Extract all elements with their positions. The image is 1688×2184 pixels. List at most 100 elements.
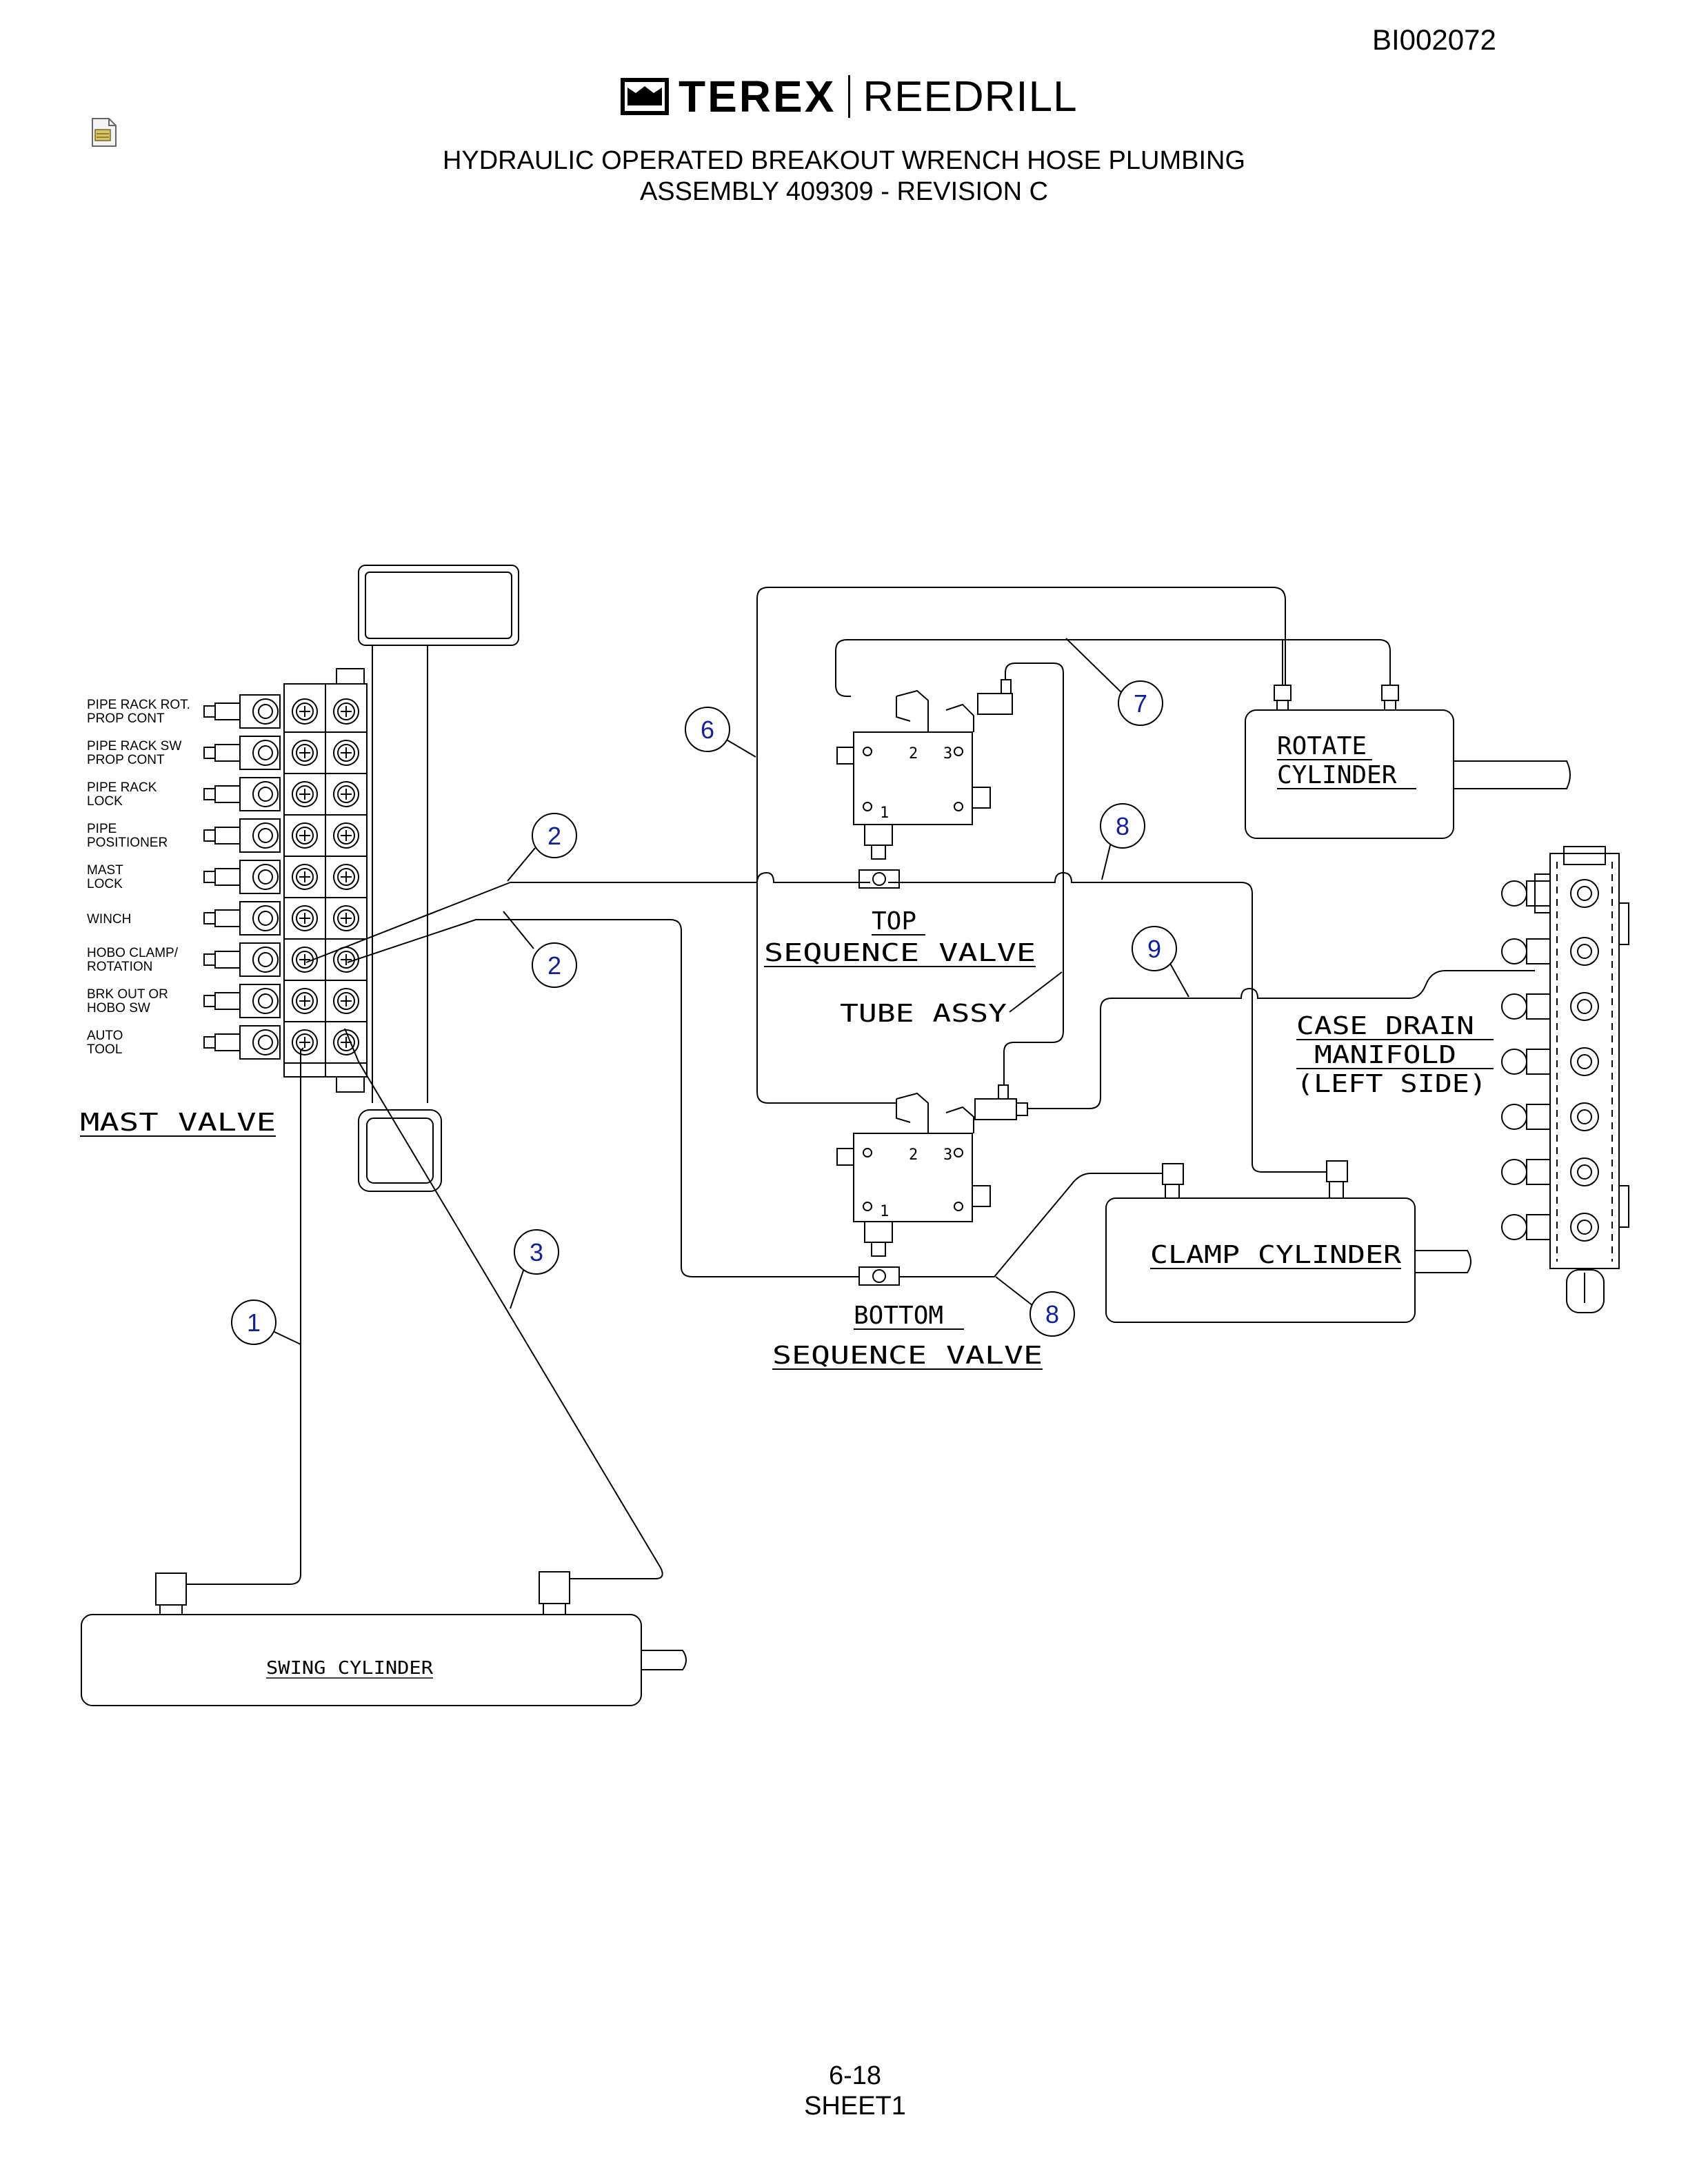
manifold-port <box>1501 993 1527 1020</box>
callout-9-circle <box>1132 926 1177 971</box>
callout-2a-leader <box>507 847 536 882</box>
callout-8a: 8 <box>1116 812 1129 840</box>
callout-3-leader <box>510 1268 525 1309</box>
terex-logo-icon <box>621 78 669 115</box>
top-sequence-valve-label-1: TOP <box>872 907 916 936</box>
callout-6-circle <box>685 707 730 752</box>
manifold-port-fitting <box>1526 880 1551 907</box>
mast-valve-section <box>203 777 367 816</box>
brand-product: REEDRILL <box>863 72 1078 121</box>
callout-8a-leader <box>1101 839 1112 880</box>
hose-6 <box>756 587 1286 1104</box>
callout-6: 6 <box>701 716 714 744</box>
callout-2a: 2 <box>547 822 561 850</box>
hose-9 <box>1027 970 1535 1109</box>
sheet-label: SHEET1 <box>804 2092 906 2121</box>
manifold-outlet <box>1570 1047 1599 1076</box>
mast-valve-section <box>203 984 367 1022</box>
case-drain-label-3: (LEFT SIDE) <box>1296 1070 1487 1098</box>
hose-8-bottom <box>899 1173 1163 1277</box>
tube-assy-label: TUBE ASSY <box>840 1000 1007 1028</box>
swing-cylinder-label: SWING CYLINDER <box>266 1658 433 1679</box>
manifold-port <box>1501 1214 1527 1240</box>
callout-7-circle <box>1118 680 1163 726</box>
mast-valve-section <box>203 1025 367 1064</box>
manifold-port-fitting <box>1526 1214 1551 1240</box>
mast-valve-rows <box>203 694 367 1064</box>
document-id: BI002072 <box>1372 23 1496 56</box>
title-line-2: ASSEMBLY 409309 - REVISION C <box>639 177 1049 206</box>
callout-8a-circle <box>1100 803 1145 849</box>
mast-valve-bank <box>283 668 368 1093</box>
brand-divider <box>848 75 851 118</box>
mast-valve-section <box>203 860 367 898</box>
bottom-valve-port-1: 1 <box>880 1203 889 1220</box>
callout-3: 3 <box>530 1238 543 1266</box>
manifold-outlet-core <box>1577 1164 1592 1180</box>
brand-name: TEREX <box>679 72 836 121</box>
rotate-cylinder-label-1: ROTATE <box>1277 732 1367 760</box>
clamp-cylinder-body <box>1105 1160 1471 1323</box>
top-valve-port-2: 2 <box>909 745 918 762</box>
hose-2-upper <box>305 882 511 963</box>
manifold-outlet <box>1570 1213 1599 1242</box>
mast-valve-title: MAST VALVE <box>80 1109 276 1137</box>
rotate-cylinder-label-2: CYLINDER <box>1277 761 1397 789</box>
manifold-port <box>1501 1159 1527 1185</box>
manifold-outlet-core <box>1577 1220 1592 1235</box>
hose-2-lower <box>347 919 859 1277</box>
callout-6-leader <box>725 738 756 758</box>
manifold-outlet-core <box>1577 999 1592 1014</box>
callout-2a-circle <box>532 813 577 858</box>
callout-1-leader <box>274 1331 301 1345</box>
mast-valve-section-label: HOBO CLAMP/ROTATION <box>87 946 179 974</box>
bottom-valve-port-2: 2 <box>909 1146 918 1164</box>
document-icon[interactable] <box>91 117 117 148</box>
page-number: 6-18 <box>828 2061 882 2090</box>
manifold-port <box>1501 938 1527 964</box>
title-line-1: HYDRAULIC OPERATED BREAKOUT WRENCH HOSE … <box>442 146 1246 175</box>
hose-1 <box>186 1047 304 1585</box>
mast-valve-section <box>203 694 367 733</box>
manifold-outlet-core <box>1577 1109 1592 1124</box>
hose-8-top <box>510 871 1327 1173</box>
callout-9: 9 <box>1147 935 1161 963</box>
manifold-port-fitting <box>1526 1159 1551 1185</box>
top-valve-port-1: 1 <box>880 805 889 822</box>
case-drain-label-2: MANIFOLD <box>1314 1041 1456 1069</box>
manifold-outlet-core <box>1577 886 1592 901</box>
case-drain-manifold-body <box>1534 846 1629 1313</box>
manifold-port-fitting <box>1526 938 1551 964</box>
callout-8b-leader <box>995 1276 1034 1306</box>
manifold-outlet <box>1570 1157 1599 1186</box>
callout-9-leader <box>1169 962 1189 998</box>
callout-2b-leader <box>503 911 534 949</box>
hose-tube-assy <box>1003 663 1064 1085</box>
mast-valve-section-label: PIPE RACK ROT.PROP CONT <box>87 698 190 726</box>
manifold-outlet <box>1570 1102 1599 1131</box>
manifold-outlet <box>1570 879 1599 908</box>
bottom-sequence-valve-label-2: SEQUENCE VALVE <box>772 1342 1043 1370</box>
top-sequence-valve-label-2: SEQUENCE VALVE <box>764 939 1036 967</box>
case-drain-manifold-ports <box>1501 879 1599 1242</box>
callout-7-leader <box>1065 638 1125 696</box>
callout-8b: 8 <box>1045 1300 1059 1328</box>
mast-valve-section <box>203 736 367 774</box>
manifold-outlet <box>1570 937 1599 966</box>
manifold-outlet-core <box>1577 1054 1592 1069</box>
callout-1: 1 <box>247 1308 261 1337</box>
mast-frame <box>358 565 519 1192</box>
case-drain-label-1: CASE DRAIN <box>1296 1012 1474 1040</box>
top-sequence-valve-body <box>836 679 1013 889</box>
tube-assy-leader <box>1009 971 1063 1013</box>
callout-3-circle <box>514 1229 559 1275</box>
manifold-port <box>1501 1104 1527 1130</box>
mast-valve-section <box>203 901 367 940</box>
bottom-sequence-valve-body <box>836 1084 1028 1286</box>
